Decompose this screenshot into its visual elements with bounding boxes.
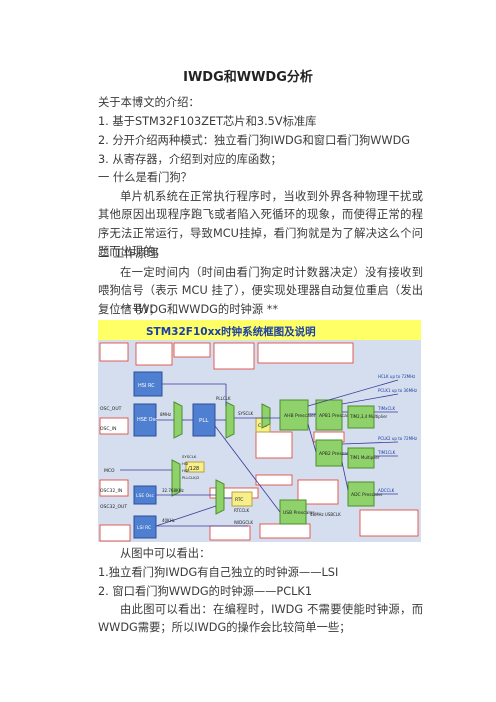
observation-point-2: 2. 窗口看门狗WWDG的时钟源——PCLK1 — [98, 585, 313, 598]
svg-text:ADC Prescaler: ADC Prescaler — [351, 492, 383, 498]
svg-text:40KHz: 40KHz — [162, 518, 175, 523]
svg-text:TIMxCLK: TIMxCLK — [377, 406, 395, 411]
svg-text:RTC: RTC — [235, 497, 243, 503]
svg-text:RTCCLK: RTCCLK — [234, 508, 250, 513]
section-2-body: 在一定时间内（时间由看门狗定时计数器决定）没有接收到喂狗信号（表示 MCU 挂了… — [98, 266, 423, 316]
intro-item-1: 1. 基于STM32F103ZET芯片和3.5V标准库 — [98, 115, 317, 128]
svg-text:MCO: MCO — [104, 468, 115, 474]
conclusion-paragraph: 由此图可以看出：在编程时，IWDG 不需要使能时钟源，而WWDG需要；所以IWD… — [98, 603, 423, 635]
svg-text:IWDGCLK: IWDGCLK — [234, 520, 253, 525]
intro-heading: 关于本博文的介绍： — [98, 96, 200, 109]
svg-text:HSE: HSE — [182, 468, 190, 473]
svg-text:PLLCLK/2: PLLCLK/2 — [182, 475, 200, 480]
section-1-body: 单片机系统在正常执行程序时，当收到外界各种物理干扰或其他原因出现程序跑飞或者陷入… — [98, 190, 423, 259]
svg-text:OSC32_IN: OSC32_IN — [100, 488, 122, 494]
svg-text:/128: /128 — [188, 466, 199, 472]
svg-text:APB1 Prescaler: APB1 Prescaler — [319, 413, 353, 419]
svg-text:PCLK1 up to 36MHz: PCLK1 up to 36MHz — [378, 388, 417, 393]
svg-text:32.768KHz: 32.768KHz — [162, 488, 184, 493]
diagram-title: STM32F10xx时钟系统框图及说明 — [146, 325, 316, 338]
svg-text:HSI RC: HSI RC — [138, 383, 155, 389]
svg-text:AHB Prescaler: AHB Prescaler — [284, 413, 316, 419]
clock-tree-diagram: STM32F10xx时钟系统框图及说明 HSI RC HSE Osc PLL A… — [98, 320, 421, 542]
svg-text:PCLK2 up to 72MHz: PCLK2 up to 72MHz — [378, 436, 417, 441]
svg-text:LSE Osc: LSE Osc — [136, 493, 155, 499]
svg-text:HSE Osc: HSE Osc — [137, 417, 158, 423]
svg-text:LSI RC: LSI RC — [137, 525, 151, 531]
svg-text:HCLK up to 72MHz: HCLK up to 72MHz — [378, 374, 415, 379]
svg-text:USB Prescaler: USB Prescaler — [283, 510, 314, 516]
observation-point-1: 1.独立看门狗IWDG有自己独立的时钟源——LSI — [98, 566, 339, 579]
svg-text:48MHz USBCLK: 48MHz USBCLK — [310, 512, 341, 517]
document-title: IWDG和WWDG分析 — [183, 70, 313, 85]
svg-text:TIM2,3,4 Multiplier: TIM2,3,4 Multiplier — [349, 414, 388, 419]
clock-source-heading: ** IWDG和WWDG的时钟源 ** — [120, 303, 279, 316]
svg-text:TIM1 Multiplier: TIM1 Multiplier — [349, 455, 380, 460]
intro-item-3: 3. 从寄存器，介绍到对应的库函数； — [98, 153, 282, 166]
svg-text:ADCCLK: ADCCLK — [378, 488, 395, 493]
svg-text:HSI: HSI — [182, 461, 188, 466]
svg-text:PLLCLK: PLLCLK — [216, 396, 231, 401]
section-1-heading: 一 什么是看门狗？ — [98, 171, 192, 184]
svg-text:OSC_OUT: OSC_OUT — [100, 406, 122, 412]
svg-text:OSC32_OUT: OSC32_OUT — [100, 504, 127, 510]
svg-text:OSC_IN: OSC_IN — [100, 426, 116, 432]
svg-text:TIM1CLK: TIM1CLK — [377, 450, 396, 455]
svg-text:8MHz: 8MHz — [160, 412, 171, 417]
svg-text:SYSCLK: SYSCLK — [182, 454, 197, 459]
svg-text:APB2 Prescaler: APB2 Prescaler — [319, 451, 353, 457]
svg-text:PLL: PLL — [199, 418, 209, 424]
clock-tree-svg: STM32F10xx时钟系统框图及说明 HSI RC HSE Osc PLL A… — [98, 320, 421, 542]
intro-item-2: 2. 分开介绍两种模式：独立看门狗IWDG和窗口看门狗WWDG — [98, 134, 411, 147]
svg-text:SYSCLK: SYSCLK — [238, 411, 254, 416]
figure-observation: 从图中可以看出： — [120, 547, 211, 560]
section-2-heading: 二 工作原理 — [98, 247, 159, 260]
